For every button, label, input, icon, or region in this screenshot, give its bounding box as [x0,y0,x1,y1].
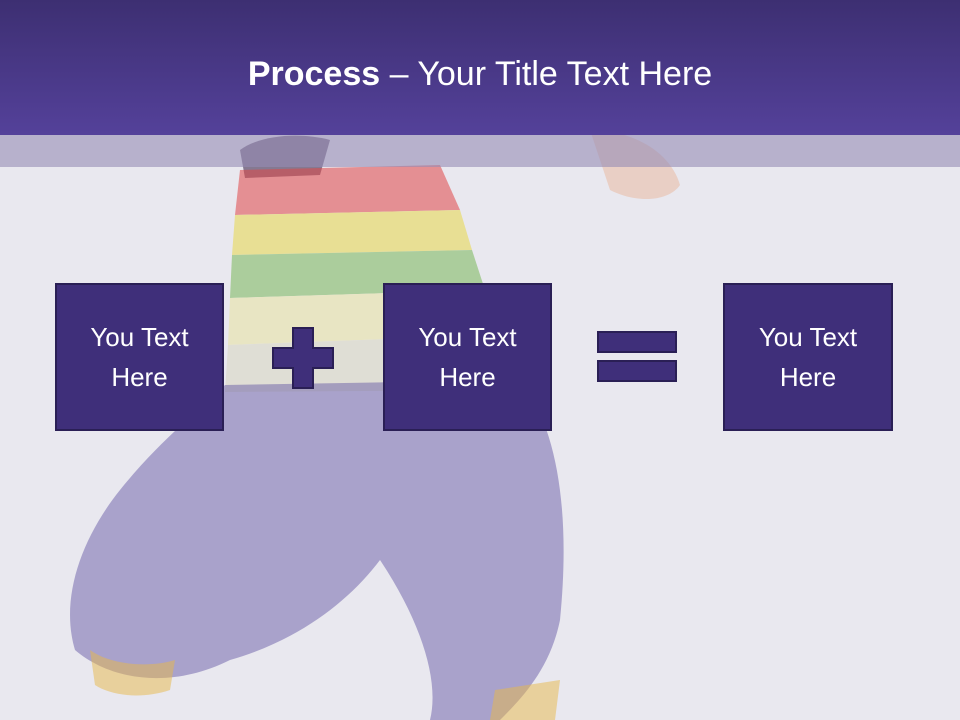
process-box-3: You Text Here [723,283,893,431]
title-bold-part: Process [247,55,381,93]
equals-icon [597,331,677,382]
slide-title: Process – Your Title Text Here [0,52,960,96]
title-underline-strip [0,135,960,167]
process-box-2: You Text Here [383,283,552,431]
title-bar [0,0,960,135]
plus-icon [272,327,334,389]
title-rest: Your Title Text Here [417,55,713,93]
title-separator: – [380,55,418,93]
process-box-1: You Text Here [55,283,224,431]
